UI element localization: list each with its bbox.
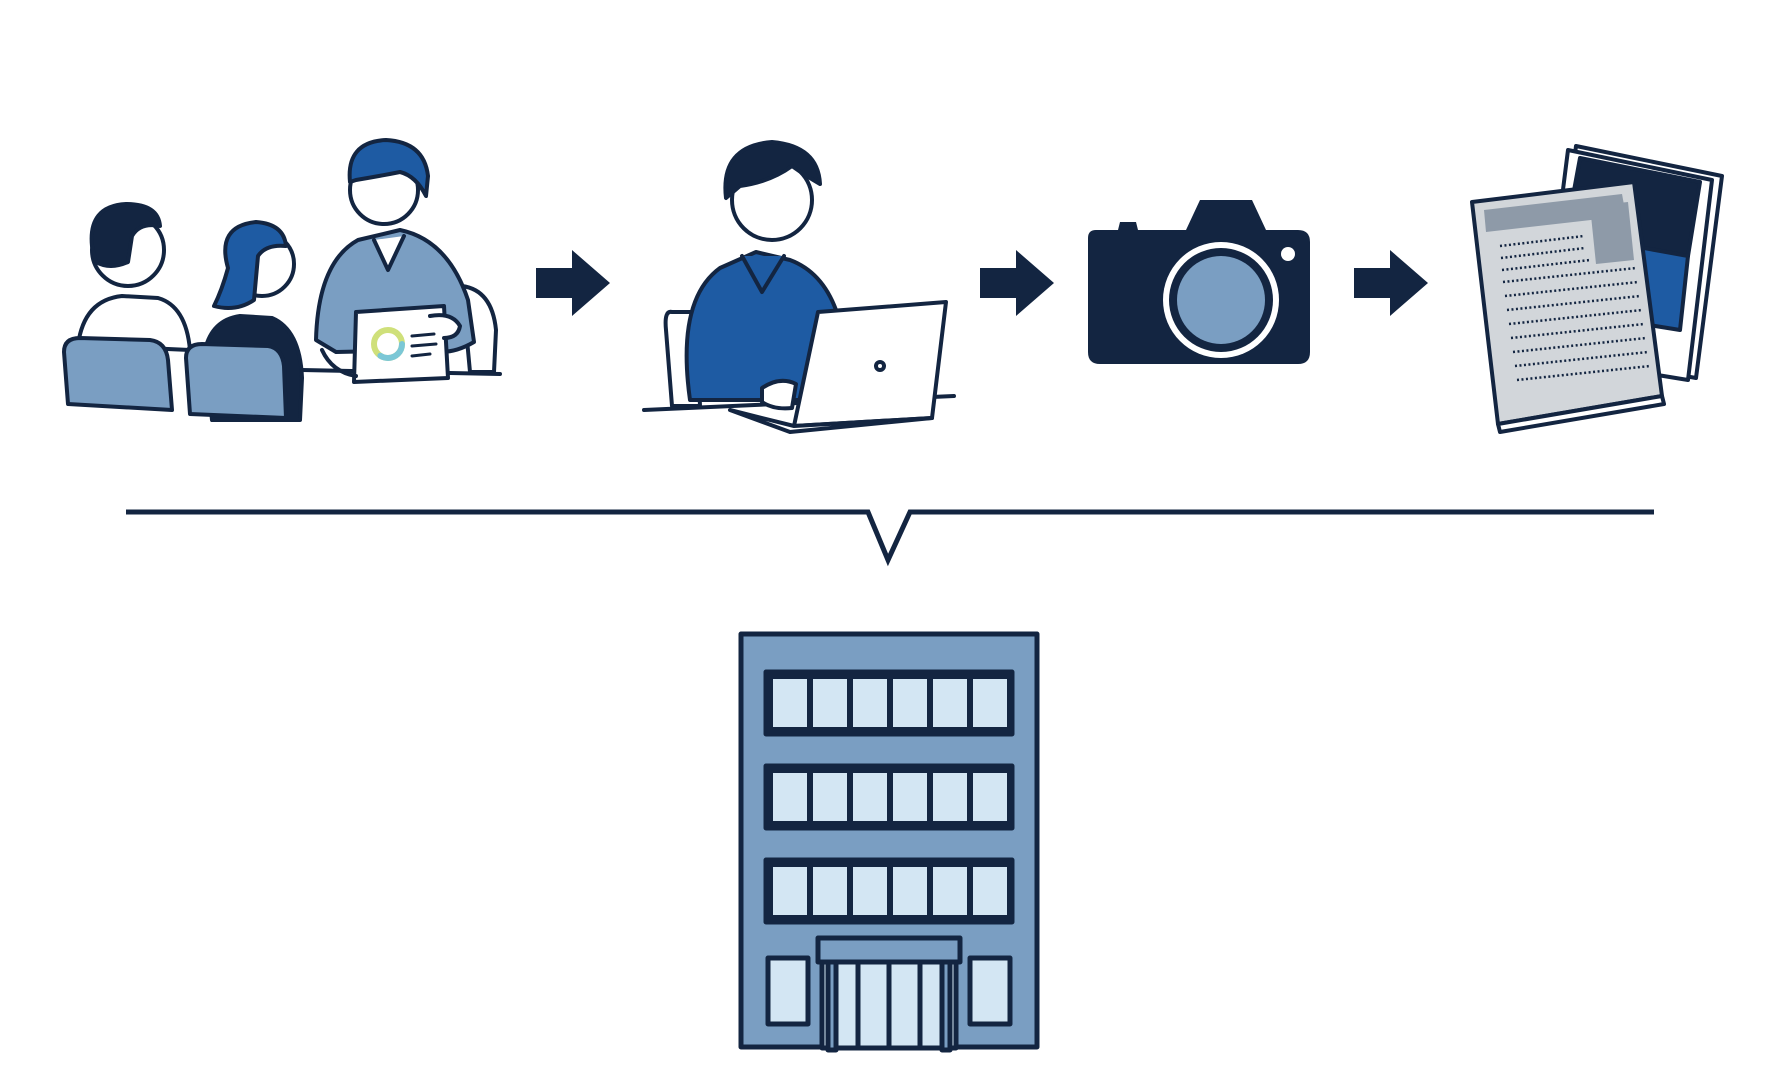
- window-pane: [893, 773, 927, 821]
- arrow-right-icon: [980, 250, 1054, 316]
- window-pane: [933, 773, 967, 821]
- camera-icon: [1088, 200, 1310, 364]
- newspaper-icon: [1470, 144, 1724, 434]
- meeting-people-icon: [62, 138, 502, 422]
- window-pane: [773, 773, 807, 821]
- arrow-right-icon: [1354, 250, 1428, 316]
- bracket-connector: [126, 509, 1654, 567]
- window-pane: [933, 679, 967, 727]
- window-pane: [973, 867, 1007, 915]
- window-pane: [813, 773, 847, 821]
- window-pane: [773, 679, 807, 727]
- window-pane: [853, 773, 887, 821]
- window-pane: [813, 679, 847, 727]
- laptop-worker-icon: [642, 140, 956, 434]
- window-pane: [893, 679, 927, 727]
- window-pane: [973, 773, 1007, 821]
- window-pane: [853, 867, 887, 915]
- window-pane: [933, 867, 967, 915]
- window-pane: [893, 867, 927, 915]
- arrow-right-icon: [536, 250, 610, 316]
- window-pane: [813, 867, 847, 915]
- window-pane: [973, 679, 1007, 727]
- window-pane: [773, 867, 807, 915]
- office-building-icon: [738, 631, 1040, 1053]
- window-pane: [853, 679, 887, 727]
